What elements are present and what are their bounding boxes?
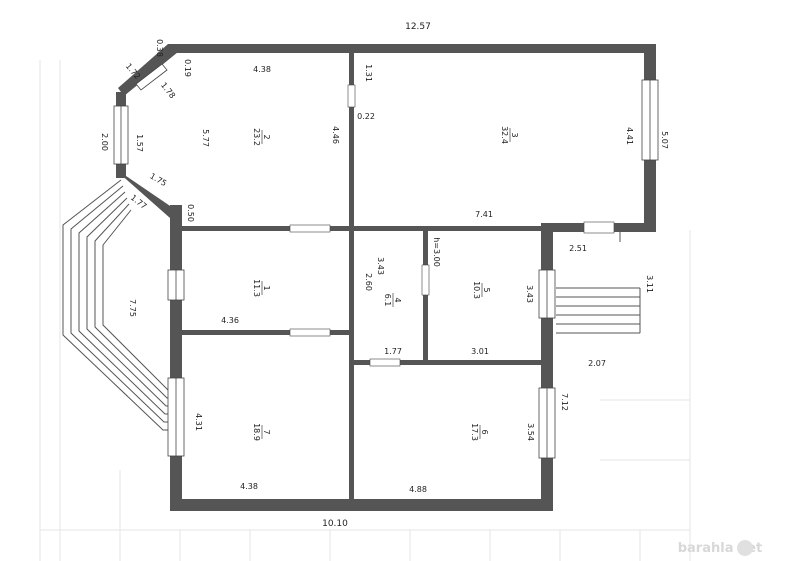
room-6-label: 6 17.3 <box>470 423 489 441</box>
watermark-logo-icon <box>737 540 753 556</box>
room-area: 6.1 <box>383 294 392 307</box>
dim-wall-a: 1.31 <box>364 64 373 82</box>
room-1-label: 1 11.3 <box>252 279 271 297</box>
room-number: 7 <box>262 429 271 434</box>
room-labels: 1 11.3 2 23.2 3 32.4 4 6.1 5 10.3 6 17.3 <box>252 126 519 441</box>
dim-r1-height: 2.60 <box>364 273 373 291</box>
dim-r6-width: 4.88 <box>409 485 427 494</box>
dim-bay-d: 1.78 <box>159 81 177 101</box>
dim-r4-note: h=3.00 <box>432 237 441 267</box>
room-area: 18.9 <box>252 423 261 441</box>
dim-overall-bottom: 10.10 <box>322 519 348 529</box>
dim-step-a: 2.51 <box>569 244 587 253</box>
windows <box>113 63 659 459</box>
dim-r3-height: 4.41 <box>625 127 634 145</box>
room-area: 32.4 <box>500 126 509 144</box>
room-area: 11.3 <box>252 279 261 297</box>
dim-r7-width: 4.38 <box>240 482 258 491</box>
dim-right-upper: 5.07 <box>660 131 669 149</box>
room-3-label: 3 32.4 <box>500 126 519 144</box>
dim-r5-width: 3.01 <box>471 347 489 356</box>
room-2-label: 2 23.2 <box>252 128 271 146</box>
room-number: 4 <box>393 297 402 302</box>
dim-r2-height: 5.77 <box>201 129 210 147</box>
dim-bay-i: 0.50 <box>186 204 195 222</box>
room-number: 2 <box>262 134 271 139</box>
interior-walls <box>182 53 541 501</box>
door-openings <box>289 84 615 367</box>
room-area: 23.2 <box>252 128 261 146</box>
room-7-label: 7 18.9 <box>252 423 271 441</box>
room-5-label: 5 10.3 <box>472 281 491 299</box>
dim-overall-top: 12.57 <box>405 22 431 32</box>
dim-wall-b: 0.22 <box>357 112 375 121</box>
dim-bay-e: 2.00 <box>100 133 109 151</box>
dim-bay-a: 0.38 <box>155 39 164 57</box>
dim-r5-height: 3.43 <box>525 285 534 303</box>
dim-step-b: 3.11 <box>645 275 654 293</box>
room-area: 10.3 <box>472 281 481 299</box>
dim-r1-width: 4.36 <box>221 316 239 325</box>
room-number: 6 <box>480 429 489 434</box>
dim-bay-g: 1.75 <box>148 171 168 188</box>
room-number: 3 <box>510 132 519 137</box>
outer-walls <box>116 44 656 511</box>
dim-r4-width: 1.77 <box>384 347 402 356</box>
dimension-labels: 12.57 10.10 5.07 7.12 7.75 0.38 1.72 0.1… <box>100 22 669 529</box>
room-number: 5 <box>482 287 491 292</box>
left-staircase <box>62 179 170 431</box>
watermark: barahla net <box>678 540 762 556</box>
dim-left-lower: 7.75 <box>128 299 137 317</box>
dim-bay-f: 1.57 <box>135 134 144 152</box>
room-4-label: 4 6.1 <box>383 293 402 307</box>
dim-r2-inner: 4.46 <box>331 126 340 144</box>
dim-r4-height: 3.43 <box>376 257 385 275</box>
dim-bay-c: 0.19 <box>183 59 192 77</box>
dim-step-c: 2.07 <box>588 359 606 368</box>
dim-r7-height: 4.31 <box>194 413 203 431</box>
dim-right-middle: 7.12 <box>560 393 569 411</box>
room-number: 1 <box>262 285 271 290</box>
dim-r6-height: 3.54 <box>526 423 535 441</box>
dim-r2-width: 4.38 <box>253 65 271 74</box>
room-area: 17.3 <box>470 423 479 441</box>
dim-r3-width: 7.41 <box>475 210 493 219</box>
background-grid <box>39 60 691 561</box>
